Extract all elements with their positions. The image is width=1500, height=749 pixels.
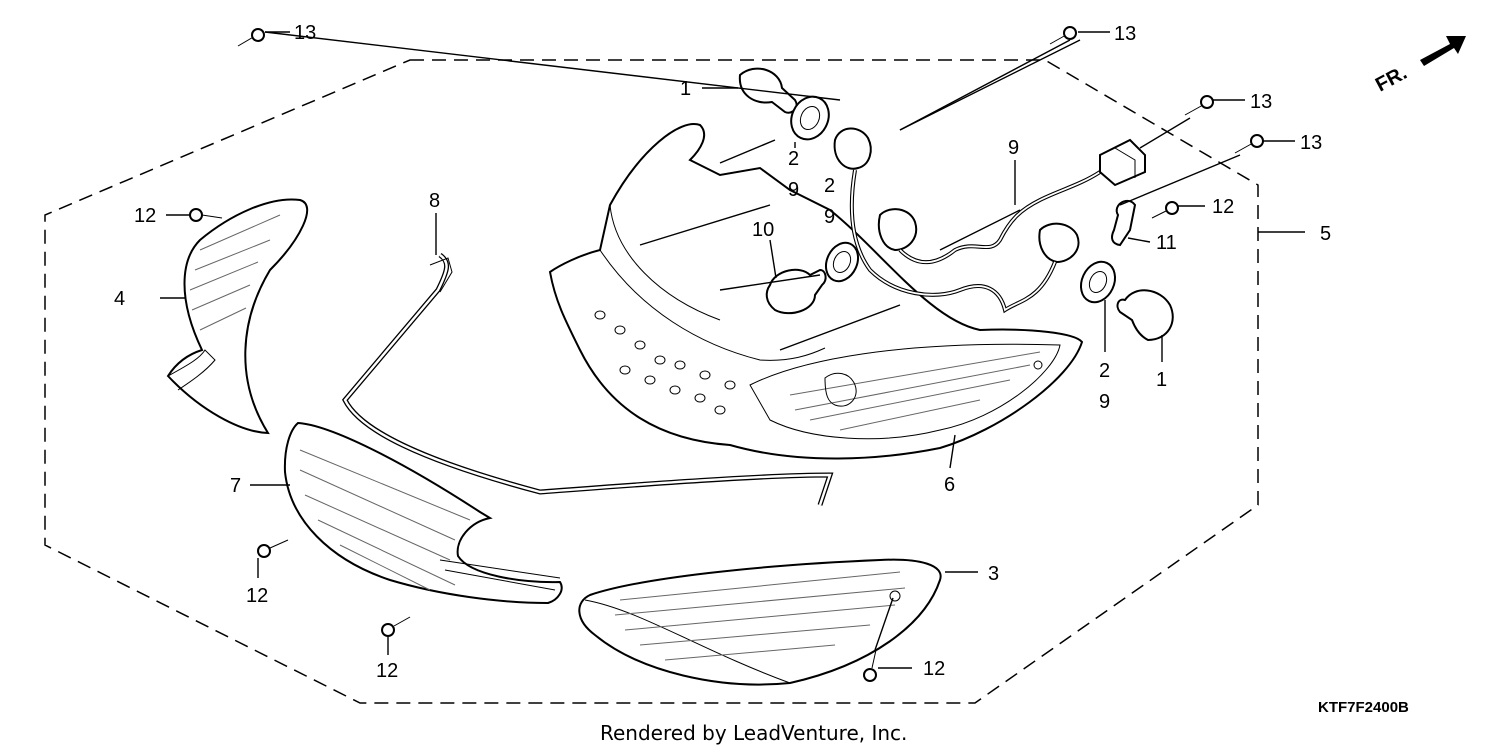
callouts: 13 13 13 13 1 2 9 2 9 9 10 12 12 11 5 8 …	[114, 22, 1331, 682]
callout-13: 13	[294, 22, 316, 44]
callout-4: 4	[114, 288, 125, 310]
part-3-right-lens	[578, 558, 942, 686]
callout-12: 12	[923, 658, 945, 680]
callout-9: 9	[788, 179, 799, 201]
callout-12: 12	[134, 205, 156, 227]
callout-11: 11	[1156, 232, 1177, 254]
screw-12d	[381, 616, 411, 637]
front-direction-arrow: FR.	[1372, 36, 1466, 96]
part-2-gasket-right	[1079, 260, 1117, 304]
part-1-bulb-top	[738, 67, 798, 114]
callout-2: 2	[824, 175, 835, 197]
screw-13c	[1184, 95, 1214, 116]
diagram-code: KTF7F2400B	[1318, 699, 1409, 716]
callout-13: 13	[1114, 23, 1136, 45]
screw-12a	[189, 208, 223, 222]
part-2-gasket-mid	[824, 241, 860, 283]
callout-2: 2	[788, 148, 799, 170]
callout-7: 7	[230, 475, 241, 497]
screw-12c	[257, 539, 289, 558]
front-arrow-icon	[1420, 36, 1466, 66]
screw-13d	[1234, 134, 1264, 154]
callout-10: 10	[752, 219, 774, 241]
callout-9: 9	[1008, 137, 1019, 159]
callout-3: 3	[988, 563, 999, 585]
callout-2: 2	[1099, 360, 1110, 382]
part-9-socket-harness	[833, 127, 1146, 314]
leader-lines	[160, 31, 1305, 669]
callout-8: 8	[429, 190, 440, 212]
callout-1: 1	[680, 78, 691, 100]
front-direction-label: FR.	[1372, 62, 1411, 97]
callout-13: 13	[1250, 91, 1272, 113]
callout-9: 9	[1099, 391, 1110, 413]
credit-line: Rendered by LeadVenture, Inc.	[600, 721, 907, 745]
assembly-boundary	[44, 59, 1259, 704]
callout-12: 12	[1212, 196, 1234, 218]
screw-12b	[1151, 201, 1179, 219]
part-8-seal	[342, 252, 834, 506]
callout-6: 6	[944, 474, 955, 496]
part-11-clamp	[1111, 199, 1137, 247]
screws	[189, 26, 1264, 682]
callout-13: 13	[1300, 132, 1322, 154]
callout-12: 12	[376, 660, 398, 682]
screw-13b	[1049, 26, 1077, 45]
screw-13a	[237, 28, 265, 47]
part-1-bulb-right	[1116, 289, 1174, 342]
callout-5: 5	[1320, 223, 1331, 245]
callout-12: 12	[246, 585, 268, 607]
callout-9: 9	[824, 206, 835, 228]
screw-12e	[863, 649, 877, 682]
part-4-left-cover	[166, 198, 309, 435]
callout-1: 1	[1156, 369, 1167, 391]
part-7-left-lens	[283, 421, 563, 605]
